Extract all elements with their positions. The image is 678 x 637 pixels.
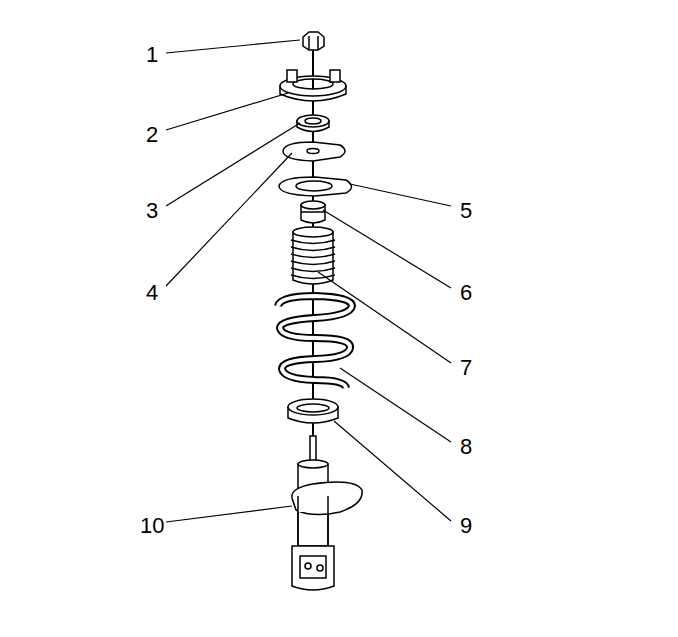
- callout-number: 7: [458, 356, 474, 380]
- callout-number: 9: [458, 514, 474, 538]
- callout-number: 1: [144, 43, 160, 67]
- upper-insulator: [283, 142, 345, 161]
- callout-number: 8: [458, 435, 474, 459]
- leader-line: [318, 272, 451, 363]
- seat-hole: [296, 181, 332, 191]
- leader-line: [323, 210, 451, 288]
- callout-number: 3: [144, 199, 160, 223]
- upper-spring-seat: [279, 177, 352, 196]
- boot-top: [293, 227, 333, 237]
- coil-spring: [278, 296, 352, 388]
- strut-body: [298, 496, 328, 512]
- insulator-hole: [307, 149, 319, 154]
- strut-edge: [297, 496, 299, 546]
- leader-line: [334, 421, 451, 521]
- mount-tab: [287, 70, 297, 82]
- leader-line: [166, 93, 288, 130]
- jounce-bumper: [301, 201, 325, 223]
- insulator-plate: [283, 142, 345, 161]
- leader-line: [166, 40, 300, 53]
- knuckle-face: [300, 556, 326, 578]
- seat-plate: [279, 177, 352, 196]
- lower-seat-top: [288, 399, 338, 415]
- bearing: [297, 115, 329, 132]
- strut-body: [298, 464, 328, 546]
- upper-mount: [280, 70, 346, 101]
- mount-tab: [330, 70, 340, 82]
- strut-assembly: [292, 436, 362, 590]
- nut-body: [303, 32, 324, 50]
- strut-edge: [327, 496, 329, 546]
- spring-coil: [278, 296, 352, 388]
- boot-fold: [291, 240, 335, 279]
- bearing-hole: [305, 118, 321, 124]
- callout-number: 2: [144, 123, 160, 147]
- bumper-ring: [301, 211, 325, 213]
- strut-cap: [298, 460, 328, 468]
- spring-seat-bracket: [292, 482, 362, 515]
- dust-boot: [291, 227, 335, 284]
- callout-number: 4: [144, 281, 160, 305]
- bumper-top: [301, 201, 325, 209]
- nut-edge: [317, 36, 319, 50]
- callout-number: 6: [458, 281, 474, 305]
- lower-seat-hole: [297, 404, 329, 412]
- bearing-top: [297, 115, 329, 127]
- mount-hub: [293, 79, 333, 89]
- bolt-hole: [317, 565, 323, 571]
- knuckle-bracket: [292, 546, 334, 590]
- leader-line: [166, 153, 292, 286]
- callout-number: 10: [138, 514, 166, 538]
- piston-rod: [310, 436, 316, 462]
- leader-line: [166, 123, 300, 206]
- spring-coil-outline: [278, 296, 352, 388]
- nut: [303, 32, 324, 50]
- leader-lines: [166, 40, 451, 522]
- nut-edge: [308, 36, 310, 50]
- lower-insulator: [288, 399, 338, 423]
- leader-line: [340, 368, 451, 442]
- leader-line: [350, 184, 451, 206]
- leader-line: [166, 506, 292, 522]
- bolt-hole: [305, 563, 311, 569]
- strut-rod: [312, 79, 314, 89]
- callout-number: 5: [458, 199, 474, 223]
